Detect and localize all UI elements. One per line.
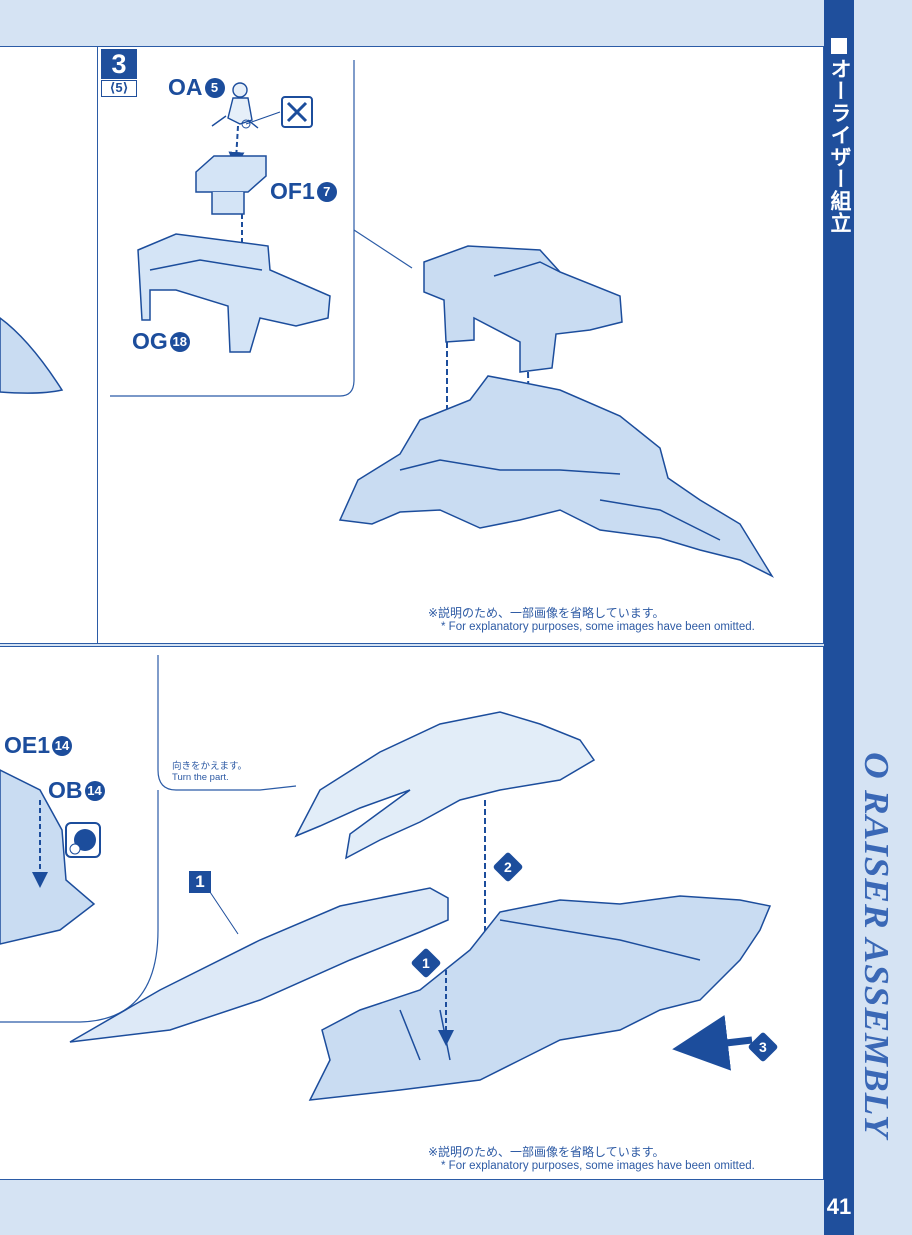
- omit-note-en-top: * For explanatory purposes, some images …: [441, 621, 755, 633]
- part-reference-1: 1: [189, 871, 211, 893]
- omit-note-jp-bottom: ※説明のため、一部画像を省略しています。: [428, 1145, 665, 1159]
- sidebar-title-en: O RAISER ASSEMBLY: [856, 752, 896, 1139]
- runner-badge: 14: [52, 736, 73, 756]
- cockpit-frame: [423, 245, 623, 373]
- runner-badge: 18: [169, 332, 190, 352]
- seat-part: [195, 155, 267, 215]
- hull-assembly-top: [338, 375, 775, 578]
- omit-note-jp-top: ※説明のため、一部画像を省略しています。: [428, 606, 665, 620]
- hull-partial-bottom: [0, 769, 96, 945]
- nipper-icon: [281, 96, 313, 128]
- omit-note-en-bottom: * For explanatory purposes, some images …: [441, 1160, 755, 1172]
- sidebar-title-jp: オーライザー組立: [826, 38, 854, 234]
- runner-badge: 14: [84, 781, 105, 801]
- turn-note-en: Turn the part.: [172, 772, 229, 783]
- step-number: 3: [101, 49, 137, 79]
- page-number: 41: [824, 1188, 854, 1228]
- hull-partial-top: [0, 317, 64, 394]
- canopy-part: [294, 711, 596, 860]
- seal-sticker-icon: [65, 822, 101, 858]
- turn-note-jp: 向きをかえます。: [172, 761, 248, 772]
- runner-badge: 7: [316, 182, 337, 202]
- runner-badge: 5: [204, 78, 225, 98]
- pilot-figure: [211, 82, 259, 129]
- frame-part: [137, 233, 331, 353]
- sidebar: [824, 0, 854, 1235]
- panel-divider: [97, 46, 98, 643]
- wing-part: [69, 887, 449, 1043]
- step-sub-number: ⟨5⟩: [101, 80, 137, 97]
